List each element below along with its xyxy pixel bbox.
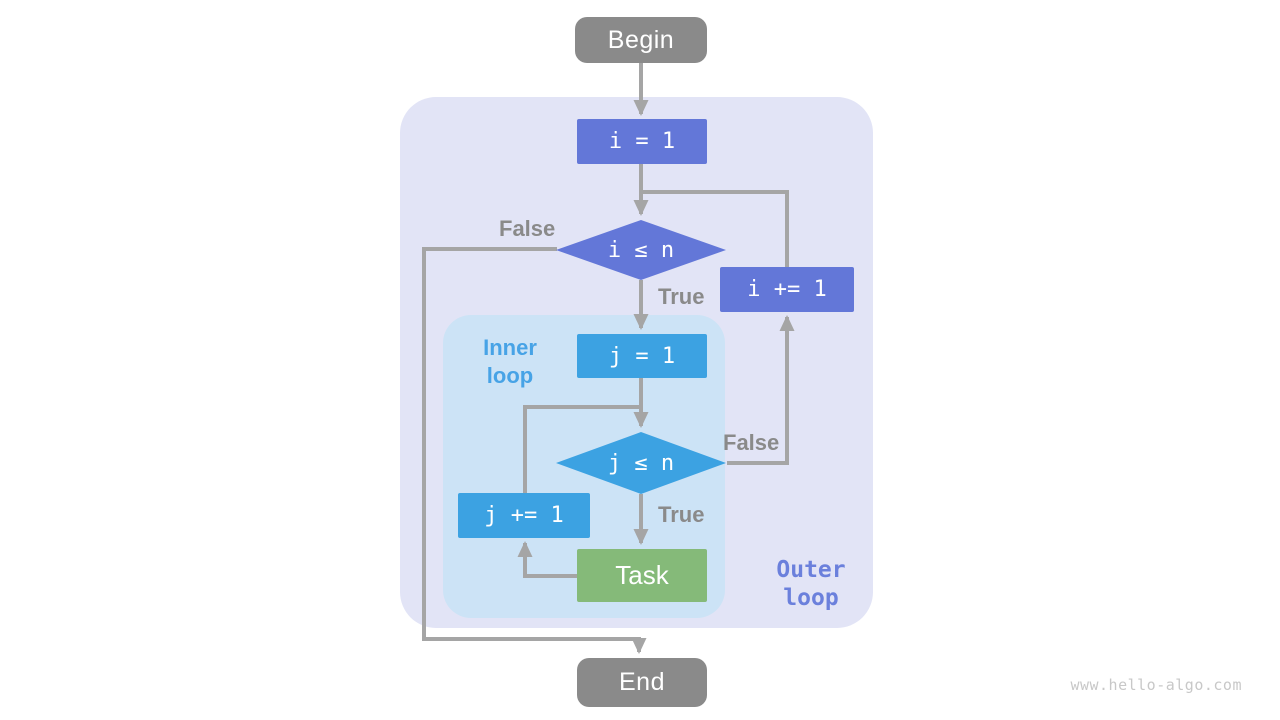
inner-true-label: True bbox=[658, 502, 705, 527]
task-node: Task bbox=[577, 549, 707, 602]
inner-false-label: False bbox=[723, 430, 780, 455]
inc-i-node: i += 1 bbox=[720, 267, 854, 312]
inc-j-node: j += 1 bbox=[458, 493, 590, 538]
init-i-node: i = 1 bbox=[577, 119, 707, 164]
init-j-node: j = 1 bbox=[577, 334, 707, 378]
inner-loop-label: Inner loop bbox=[483, 335, 537, 388]
begin-node: Begin bbox=[575, 17, 707, 63]
end-node: End bbox=[577, 658, 707, 707]
outer-false-label: False bbox=[499, 216, 556, 241]
outer-true-label: True bbox=[658, 284, 705, 309]
watermark-text: www.hello-algo.com bbox=[1070, 676, 1242, 694]
outer-loop-label: Outer loop bbox=[776, 557, 846, 611]
